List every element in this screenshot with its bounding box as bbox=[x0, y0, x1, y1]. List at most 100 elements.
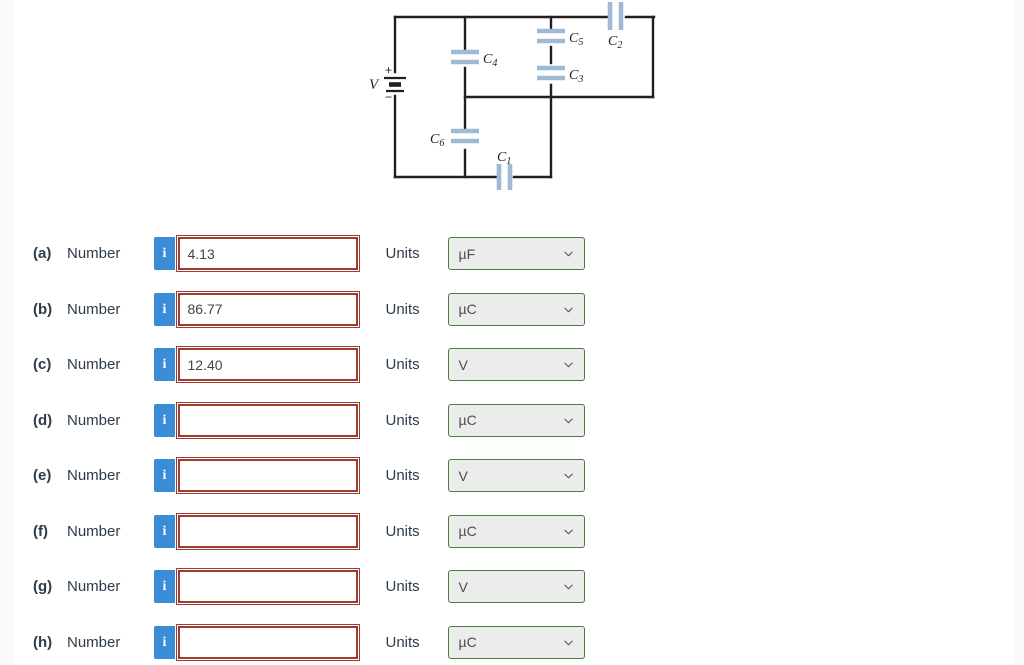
voltage-source-label: V bbox=[369, 77, 380, 93]
capacitor-c5-label: C5 bbox=[569, 31, 583, 48]
units-select-a[interactable]: µF bbox=[447, 237, 585, 271]
units-select-value: µC bbox=[458, 301, 477, 318]
number-label: Number bbox=[67, 578, 121, 596]
answer-input-group: i bbox=[154, 512, 360, 551]
units-label: Units bbox=[385, 356, 420, 374]
answer-row-f: (f) Number i Units µC bbox=[0, 504, 1024, 560]
capacitor-c6-symbol bbox=[451, 128, 479, 144]
capacitor-c1-symbol bbox=[496, 164, 513, 190]
answer-row-g: (g) Number i Units V bbox=[0, 559, 1024, 615]
row-letter-e: (e) bbox=[33, 467, 52, 485]
battery-plus-sign: + bbox=[385, 63, 392, 77]
number-input-f[interactable] bbox=[175, 512, 360, 551]
info-icon-d[interactable]: i bbox=[154, 403, 175, 437]
chevron-down-icon bbox=[563, 473, 573, 479]
row-letter-f: (f) bbox=[33, 522, 48, 540]
row-letter-c: (c) bbox=[33, 356, 52, 374]
units-label: Units bbox=[385, 245, 420, 263]
chevron-down-icon bbox=[563, 362, 573, 368]
number-input-h[interactable] bbox=[175, 623, 360, 662]
capacitor-c4-symbol bbox=[451, 49, 479, 65]
units-select-e[interactable]: V bbox=[447, 459, 585, 493]
units-label: Units bbox=[385, 522, 420, 540]
answer-rows-container: (a) Number i Units µF (b) Number i Units… bbox=[0, 226, 1024, 665]
row-letter-d: (d) bbox=[33, 411, 53, 429]
units-select-c[interactable]: V bbox=[447, 348, 585, 382]
info-icon-c[interactable]: i bbox=[154, 348, 175, 382]
answer-input-group: i bbox=[154, 623, 360, 662]
answer-input-group: i bbox=[154, 290, 360, 329]
number-label: Number bbox=[67, 411, 121, 429]
row-letter-h: (h) bbox=[33, 633, 53, 651]
number-input-a[interactable] bbox=[175, 234, 360, 273]
number-input-g[interactable] bbox=[175, 567, 360, 606]
capacitor-c5-symbol bbox=[537, 28, 565, 44]
number-label: Number bbox=[67, 300, 121, 318]
capacitor-c2-symbol bbox=[607, 2, 624, 30]
page-gutter-left bbox=[0, 0, 13, 665]
answer-input-group: i bbox=[154, 567, 360, 606]
answer-row-e: (e) Number i Units V bbox=[0, 448, 1024, 504]
capacitor-c4-label: C4 bbox=[483, 52, 497, 69]
info-icon-b[interactable]: i bbox=[154, 292, 175, 326]
chevron-down-icon bbox=[563, 640, 573, 646]
capacitor-c3-label: C3 bbox=[569, 68, 583, 85]
units-select-value: µF bbox=[458, 245, 476, 262]
circuit-figure: V + − C4 C6 C5 bbox=[355, 0, 675, 196]
info-icon-e[interactable]: i bbox=[154, 459, 175, 493]
answer-row-c: (c) Number i Units V bbox=[0, 337, 1024, 393]
units-select-value: V bbox=[458, 467, 468, 484]
answer-row-b: (b) Number i Units µC bbox=[0, 282, 1024, 338]
info-icon-a[interactable]: i bbox=[154, 237, 175, 271]
row-letter-g: (g) bbox=[33, 578, 53, 596]
units-label: Units bbox=[385, 633, 420, 651]
row-letter-a: (a) bbox=[33, 245, 52, 263]
voltage-source-symbol bbox=[384, 76, 406, 93]
units-label: Units bbox=[385, 467, 420, 485]
number-input-b[interactable] bbox=[175, 290, 360, 329]
answer-input-group: i bbox=[154, 401, 360, 440]
answer-input-group: i bbox=[154, 456, 360, 495]
info-icon-g[interactable]: i bbox=[154, 570, 175, 604]
page-gutter-right bbox=[1014, 0, 1024, 665]
info-icon-f[interactable]: i bbox=[154, 514, 175, 548]
capacitor-c6-label: C6 bbox=[430, 132, 444, 149]
battery-minus-sign: − bbox=[385, 90, 392, 104]
answer-row-a: (a) Number i Units µF bbox=[0, 226, 1024, 282]
capacitor-c1-label: C1 bbox=[497, 150, 511, 167]
chevron-down-icon bbox=[563, 251, 573, 257]
units-label: Units bbox=[385, 300, 420, 318]
number-label: Number bbox=[67, 522, 121, 540]
answer-row-d: (d) Number i Units µC bbox=[0, 393, 1024, 449]
units-select-value: µC bbox=[458, 412, 477, 429]
number-label: Number bbox=[67, 467, 121, 485]
units-select-value: µC bbox=[458, 634, 477, 651]
units-select-f[interactable]: µC bbox=[447, 514, 585, 548]
answer-row-h: (h) Number i Units µC bbox=[0, 615, 1024, 665]
units-select-value: V bbox=[458, 356, 468, 373]
chevron-down-icon bbox=[563, 584, 573, 590]
units-select-value: V bbox=[458, 578, 468, 595]
chevron-down-icon bbox=[563, 307, 573, 313]
units-select-d[interactable]: µC bbox=[447, 403, 585, 437]
units-select-b[interactable]: µC bbox=[447, 292, 585, 326]
units-label: Units bbox=[385, 578, 420, 596]
number-label: Number bbox=[67, 356, 121, 374]
units-select-h[interactable]: µC bbox=[447, 625, 585, 659]
answer-input-group: i bbox=[154, 234, 360, 273]
number-label: Number bbox=[67, 245, 121, 263]
capacitor-c2-label: C2 bbox=[608, 34, 622, 51]
units-select-value: µC bbox=[458, 523, 477, 540]
chevron-down-icon bbox=[563, 529, 573, 535]
number-input-c[interactable] bbox=[175, 345, 360, 384]
answer-input-group: i bbox=[154, 345, 360, 384]
info-icon-h[interactable]: i bbox=[154, 625, 175, 659]
number-label: Number bbox=[67, 633, 121, 651]
number-input-d[interactable] bbox=[175, 401, 360, 440]
row-letter-b: (b) bbox=[33, 300, 53, 318]
number-input-e[interactable] bbox=[175, 456, 360, 495]
units-select-g[interactable]: V bbox=[447, 570, 585, 604]
capacitor-c3-symbol bbox=[537, 65, 565, 81]
units-label: Units bbox=[385, 411, 420, 429]
